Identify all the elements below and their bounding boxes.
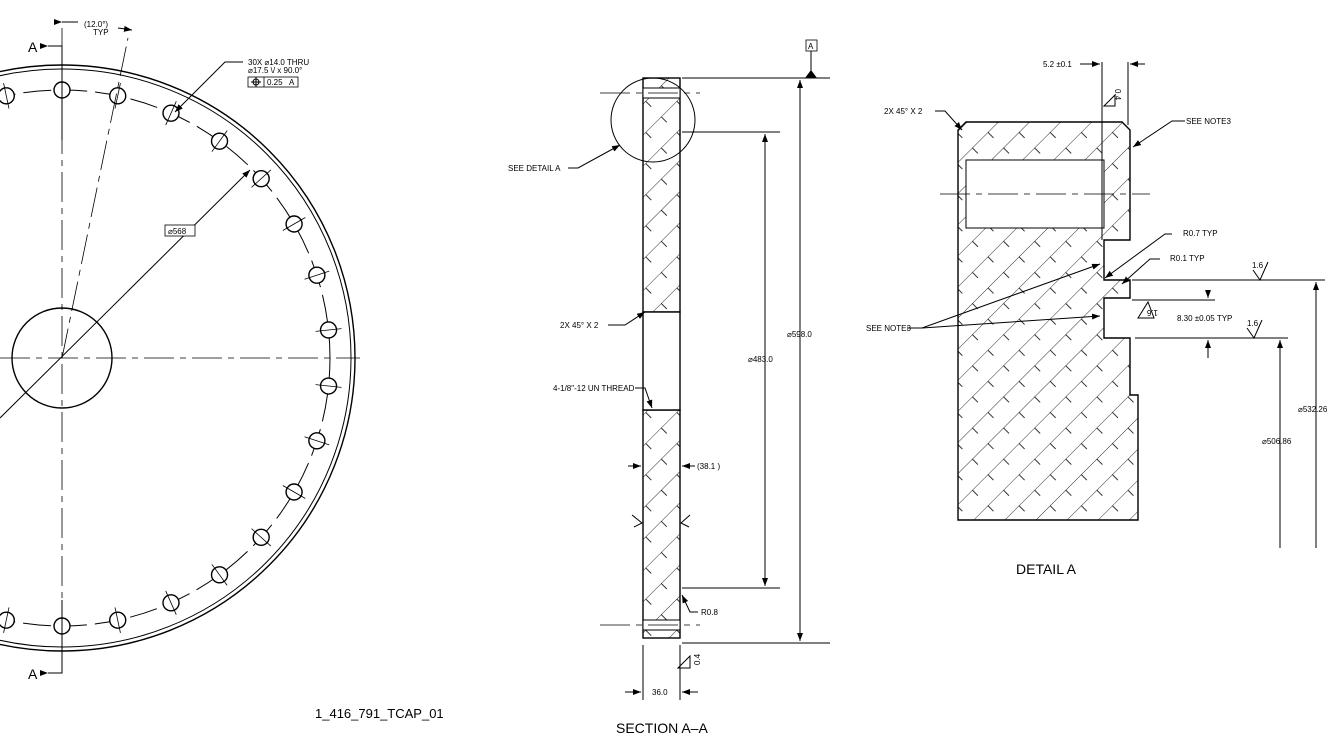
- dia-2-dim: ⌀506.86: [1262, 437, 1292, 446]
- radius-leader: [681, 594, 698, 613]
- position-tolerance-frame: 0.25 A: [247, 76, 299, 88]
- finish-symbol-icon: [676, 654, 691, 669]
- finish-1-icon: [1252, 261, 1269, 282]
- section-title: SECTION A–A: [616, 720, 708, 736]
- r01-leader: [1121, 258, 1160, 285]
- finish-top: 0.4: [1113, 89, 1122, 101]
- r01-label: R0.1 TYP: [1170, 254, 1205, 263]
- dia-1-dim: ⌀532.26: [1298, 405, 1328, 414]
- bolt-hole-centerline: [3, 83, 10, 109]
- bolt-hole: [0, 87, 15, 105]
- bolt-holes: [0, 77, 342, 639]
- see-note-left-leader-2: [921, 313, 1101, 329]
- detail-view: 5.2 ±0.1 0.4 2X 45° X 2 SEE NOTE3 R0.7 T…: [866, 60, 1328, 577]
- surface-finish-icon: [631, 514, 691, 528]
- section-bore: [642, 311, 681, 411]
- see-note-top-leader: [1132, 120, 1185, 148]
- finish-2-icon: [1246, 319, 1263, 340]
- bolt-hole-centerline: [315, 384, 342, 388]
- see-detail-leader: [568, 144, 621, 169]
- section-view: A ⌀598.0 ⌀483.0 SEE DETAIL A 2X 45° X 2 …: [508, 39, 830, 736]
- chamfer-label: 2X 45° X 2: [884, 107, 923, 116]
- front-view: ⌀568 A A (12.0°) TYP 30X ⌀14.0 THRU ⌀17.…: [0, 19, 444, 721]
- datum-triangle-icon: [805, 70, 817, 78]
- bolt-hole-centerline: [114, 607, 121, 633]
- bolt-hole-centerline: [165, 590, 177, 615]
- detail-title: DETAIL A: [1016, 561, 1077, 577]
- section-arrow-bottom: [40, 600, 63, 676]
- hole-callout-leader: [174, 61, 243, 113]
- hole-callout-line1: 30X ⌀14.0 THRU: [248, 58, 309, 67]
- dia-inner-dim: ⌀483.0: [748, 355, 773, 364]
- radius-label: R0.8: [701, 608, 718, 617]
- r07-label: R0.7 TYP: [1183, 229, 1218, 238]
- section-label-bottom: A: [28, 666, 38, 682]
- thickness-dim: 36.0: [652, 688, 668, 697]
- bolt-hole-centerline: [211, 564, 228, 586]
- see-note-left: SEE NOTE3: [866, 324, 911, 333]
- angle-dim: (12.0°): [84, 20, 108, 29]
- finish-value: 0.4: [693, 653, 702, 665]
- bolt-circle-dim: ⌀568: [168, 227, 187, 236]
- datum-label: A: [808, 42, 814, 51]
- finish-1: 1.6: [1252, 261, 1264, 270]
- position-tolerance-datum: A: [289, 78, 295, 87]
- chamfer-label: 2X 45° X 2: [560, 321, 599, 330]
- groove-width-dim: 8.30 ±0.05 TYP: [1177, 314, 1232, 323]
- bolt-hole: [0, 611, 15, 629]
- width-ref-dim: (38.1 ): [697, 462, 720, 471]
- detail-bolt-hole: [965, 159, 1105, 229]
- dia-outer-dim: ⌀598.0: [787, 330, 812, 339]
- section-label-top: A: [28, 39, 38, 55]
- bolt-hole-centerline: [304, 436, 330, 446]
- bolt-hole-centerline: [304, 270, 330, 280]
- bolt-hole-centerline: [251, 169, 272, 188]
- angle-dim-arrow-right: [117, 25, 133, 32]
- finish-2: 1.6: [1247, 319, 1259, 328]
- angle-ref-line: [61, 37, 129, 359]
- section-lower-body: [642, 409, 681, 639]
- detail-circle: [610, 77, 696, 163]
- bolt-hole-centerline: [165, 101, 177, 126]
- chamfer-leader: [608, 311, 646, 326]
- width-dim: 5.2 ±0.1: [1043, 60, 1072, 69]
- bolt-hole-centerline: [282, 217, 306, 231]
- bolt-circle-dim-line: [0, 169, 251, 419]
- see-detail-label: SEE DETAIL A: [508, 164, 561, 173]
- bolt-hole-centerline: [315, 328, 342, 332]
- bolt-hole-centerline: [211, 130, 228, 152]
- angle-typ: TYP: [93, 28, 109, 37]
- section-arrow-top: [40, 43, 63, 140]
- finish-3: 1.6: [1146, 308, 1158, 317]
- bolt-hole-centerline: [114, 83, 121, 109]
- section-upper-body: [642, 77, 681, 313]
- bolt-circle-dim-box: [164, 224, 196, 237]
- r07-leader: [1104, 233, 1172, 279]
- bolt-hole-centerline: [282, 485, 306, 499]
- position-symbol-icon: [251, 77, 261, 87]
- see-note-top: SEE NOTE3: [1186, 117, 1231, 126]
- finish-symbol-icon: [1102, 93, 1116, 107]
- thread-label: 4-1/8"-12 UN THREAD: [553, 384, 635, 393]
- bolt-hole-centerline: [3, 607, 10, 633]
- chamfer-leader: [935, 110, 963, 131]
- position-tolerance-value: 0.25: [267, 78, 283, 87]
- thread-leader: [635, 387, 653, 409]
- part-number: 1_416_791_TCAP_01: [315, 706, 444, 721]
- hole-callout-line2: ⌀17.5 \/ x 90.0°: [248, 66, 302, 75]
- bolt-hole-centerline: [251, 528, 272, 547]
- finish-3-icon: [1137, 300, 1155, 319]
